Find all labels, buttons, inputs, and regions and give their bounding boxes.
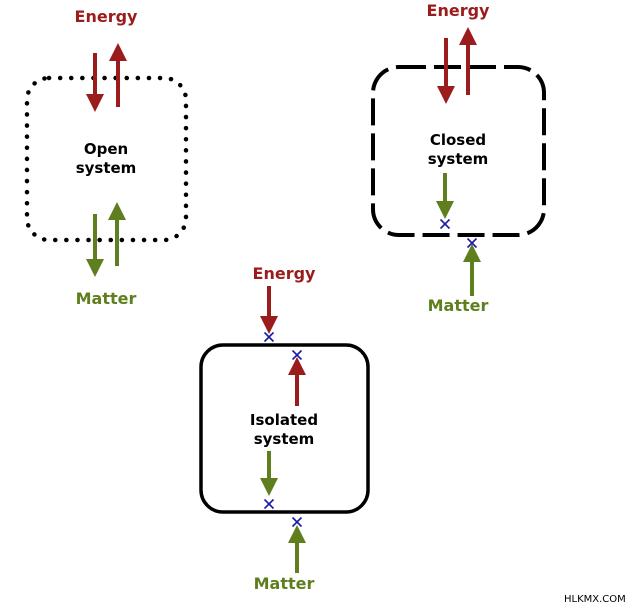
closed-system-boundary	[371, 65, 546, 237]
open-system-boundary	[24, 75, 189, 243]
isolated-energy-label: Energy	[253, 264, 317, 283]
closed-matter-label: Matter	[428, 296, 489, 315]
closed-matter-blocked-inner-x-icon	[439, 218, 451, 230]
open-matter-label: Matter	[76, 289, 137, 308]
open-energy-label: Energy	[75, 7, 139, 26]
isolated-matter-blocked-outer-x-icon	[291, 516, 303, 528]
isolated-matter-label: Matter	[254, 574, 315, 593]
open-system-name-line1: Open	[84, 140, 128, 158]
open-system-name-line2: system	[76, 159, 137, 177]
open-system: Energy Open system Matter	[24, 7, 189, 308]
watermark: HLKMX.COM	[564, 594, 626, 605]
closed-energy-label: Energy	[427, 1, 491, 20]
isolated-system-name-line2: system	[254, 430, 315, 448]
isolated-system-name-line1: Isolated	[250, 411, 318, 429]
isolated-matter-blocked-inner-x-icon	[263, 498, 275, 510]
closed-system: Energy Closed system Matter	[371, 1, 546, 315]
closed-system-name-line2: system	[428, 150, 489, 168]
isolated-energy-blocked-outer-x-icon	[263, 331, 275, 343]
closed-matter-blocked-outer-x-icon	[466, 237, 478, 249]
isolated-system: Energy Isolated system Matter	[199, 264, 370, 593]
closed-system-name-line1: Closed	[430, 131, 486, 149]
isolated-energy-blocked-inner-x-icon	[291, 349, 303, 361]
isolated-system-boundary	[199, 343, 370, 514]
